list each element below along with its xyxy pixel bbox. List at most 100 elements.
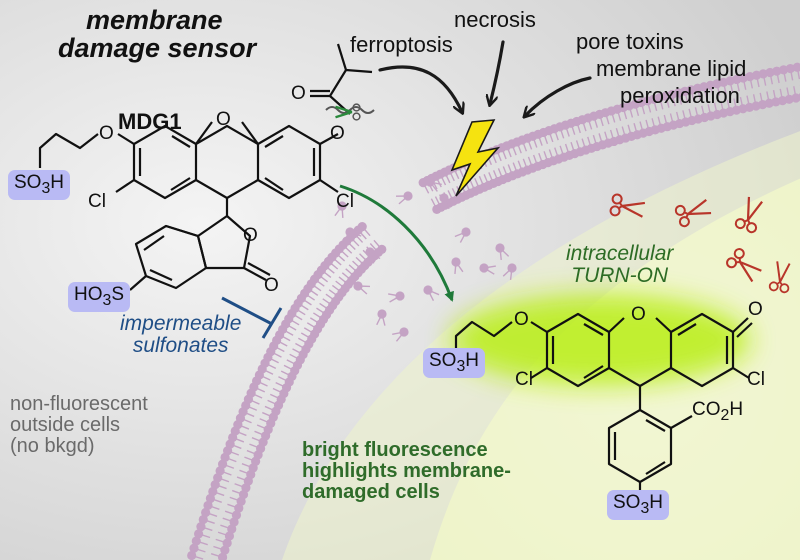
lipid-head	[778, 65, 789, 75]
lipid-head	[189, 543, 199, 553]
ring-oxygen-label: O	[216, 109, 231, 130]
trigger-arrows	[378, 40, 592, 116]
product-so3h-sub-2: 3	[640, 499, 650, 517]
lipid-fragment-tail	[381, 313, 386, 326]
lipid-fragment-tail	[349, 231, 362, 237]
lipid-fragment-tail	[398, 195, 409, 205]
product-ether-oxygen-label: O	[514, 309, 529, 330]
lipid-fragment-tail	[395, 331, 405, 342]
lipid-head	[791, 93, 800, 103]
lipid-fragment-tail	[483, 267, 495, 275]
product-sulfonate-pill-bottom: SO3H	[607, 490, 669, 520]
lipid-head	[222, 538, 232, 548]
lipid-head	[785, 63, 795, 74]
impermeable-line-2: sulfonates	[132, 334, 229, 358]
product-ring-oxygen-label: O	[631, 304, 646, 325]
lipid-fragment-tail	[454, 231, 467, 238]
lipid-fragment-tail	[341, 205, 344, 219]
trigger-necrosis: necrosis	[454, 7, 536, 32]
lipid-head	[227, 524, 237, 534]
product-so3h-main-2: SO	[613, 492, 641, 513]
lipid-head	[203, 500, 213, 511]
inside-line-3: damaged cells	[302, 481, 440, 503]
lipid-fragment-tail	[509, 267, 513, 280]
lipid-fragment-tail	[389, 295, 401, 303]
turn-on-label: intracellular TURN-ON	[566, 242, 674, 288]
lipid-fragment-tail	[392, 331, 405, 335]
lipid-head	[224, 531, 235, 541]
lipid-bilayer-upper	[418, 62, 800, 214]
product-carbonyl-oxygen-label: O	[748, 299, 763, 320]
ester-oxygen-label: O	[330, 123, 345, 144]
so3h-tail: H	[50, 172, 64, 193]
lipid-head	[198, 514, 208, 525]
scissors-group	[609, 193, 791, 294]
lipid-fragment-tail	[369, 251, 381, 260]
compound-name: MDG1	[118, 109, 182, 134]
scissors-icon	[734, 196, 763, 234]
product-so3h-sub: 3	[456, 357, 466, 375]
carbonyl-oxygen-label: O	[291, 83, 306, 104]
product-chlorine-left-label: Cl	[515, 369, 533, 390]
trigger-ferroptosis: ferroptosis	[350, 32, 453, 57]
lipid-fragment-tail	[455, 261, 464, 273]
sulfonate-pill-bottom: HO3S	[68, 282, 130, 312]
inside-line-2: highlights membrane-	[302, 460, 511, 482]
product-sulfonate-pill-left: SO3H	[423, 348, 485, 378]
lipid-fragment-tail	[376, 313, 383, 326]
product-so3h-tail: H	[465, 350, 479, 371]
lipid-head	[205, 493, 216, 504]
outside-line-2: outside cells	[10, 414, 121, 436]
impermeable-line-1: impermeable	[120, 312, 242, 335]
lipid-fragment-tail	[388, 293, 401, 297]
ho3s-tail: S	[111, 284, 124, 305]
lipid-fragment-tail	[349, 227, 362, 233]
lipid-head	[201, 507, 211, 518]
lipid-fragment-tail	[429, 181, 442, 186]
lipid-fragment-tail	[334, 205, 343, 217]
product-so3h-tail-2: H	[649, 492, 663, 513]
lipid-fragment-tail	[483, 265, 496, 269]
ether-oxygen-left-label: O	[99, 123, 114, 144]
scissors-icon	[674, 199, 712, 228]
trigger-pore-toxins: pore toxins	[576, 29, 684, 54]
outside-line-3: (no bkgd)	[10, 435, 95, 457]
lipid-head	[377, 244, 387, 254]
ho3s-sub: 3	[102, 291, 112, 309]
mdg1-structure	[38, 43, 375, 291]
trigger-membrane-lipid: membrane lipid	[596, 56, 747, 81]
lipid-head	[357, 222, 367, 232]
lipid-fragment-tail	[499, 247, 510, 257]
cleavage-scissors-icon	[335, 103, 361, 121]
lipid-head	[229, 517, 239, 527]
lipid-head	[792, 62, 800, 72]
lipid-fragment-tail	[440, 197, 445, 210]
lipid-debris	[334, 177, 517, 342]
outside-line-1: non-fluorescent	[10, 393, 148, 415]
inhibition-arrow-icon	[221, 296, 283, 339]
scissors-icon	[768, 261, 791, 294]
lipid-head	[208, 486, 218, 497]
co2h-tail: H	[729, 399, 744, 420]
outside-label: non-fluorescent outside cells (no bkgd)	[10, 394, 148, 457]
product-structure	[454, 312, 753, 494]
lactone-oxygen-label: O	[243, 225, 258, 246]
turn-on-line-1: intracellular	[566, 242, 674, 265]
lipid-fragment-tail	[369, 251, 375, 264]
chlorine-right-label: Cl	[336, 191, 354, 212]
lipid-fragment-tail	[454, 261, 457, 275]
so3h-sub: 3	[41, 179, 51, 197]
chlorine-left-label: Cl	[88, 191, 106, 212]
co2h-main: CO	[692, 399, 721, 420]
so3h-main: SO	[14, 172, 42, 193]
title-line-2: damage sensor	[58, 33, 257, 64]
lactone-carbonyl-label: O	[264, 275, 279, 296]
turn-on-line-2: TURN-ON	[571, 264, 669, 288]
inside-label: bright fluorescence highlights membrane-…	[302, 440, 511, 503]
impermeable-label: impermeable sulfonates	[120, 312, 242, 358]
lipid-fragment-tail	[499, 247, 502, 261]
trigger-peroxidation: peroxidation	[620, 83, 740, 108]
ho3s-head: HO	[74, 284, 103, 305]
product-chlorine-right-label: Cl	[747, 369, 765, 390]
